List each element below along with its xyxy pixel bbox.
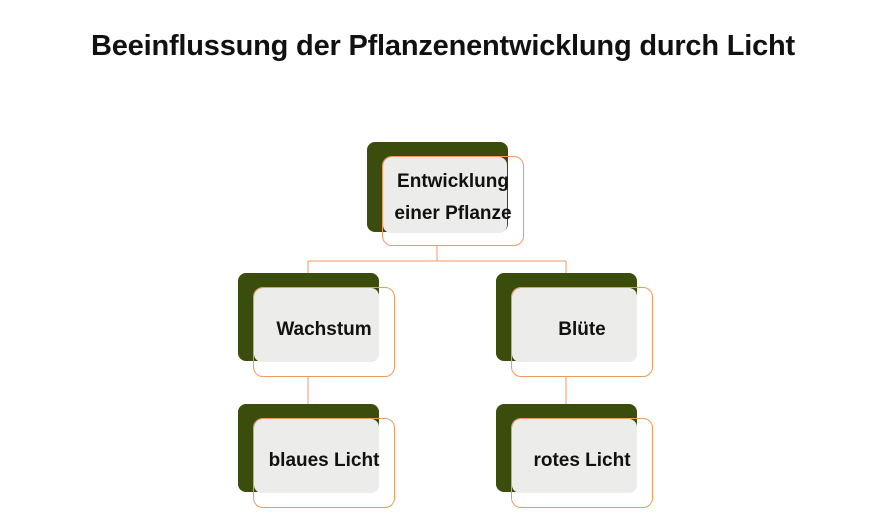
node-fill — [512, 288, 637, 362]
node-entwicklung: Entwicklung einer Pflanze — [367, 142, 524, 246]
node-fill — [254, 419, 379, 493]
node-label: blaues Licht — [268, 450, 380, 471]
node-fill — [254, 288, 379, 362]
diagram-title: Beeinflussung der Pflanzenentwicklung du… — [91, 30, 795, 62]
node-fill — [383, 157, 507, 233]
node-label-line2: einer Pflanze — [394, 203, 512, 224]
node-wachstum: Wachstum — [238, 273, 395, 377]
node-card — [253, 418, 395, 508]
node-card — [511, 287, 653, 377]
connector-root-to-children — [307, 245, 567, 288]
node-label-line1: Entwicklung — [397, 171, 509, 192]
node-label: Wachstum — [276, 319, 372, 340]
node-label: Entwicklung einer Pflanze — [382, 166, 524, 230]
node-blaues-licht: blaues Licht — [238, 404, 395, 508]
node-label: rotes Licht — [533, 450, 631, 471]
node-card — [382, 156, 524, 246]
node-rotes-licht: rotes Licht — [496, 404, 653, 508]
node-card — [253, 287, 395, 377]
node-fill — [512, 419, 637, 493]
node-label: Blüte — [558, 319, 606, 340]
node-card — [511, 418, 653, 508]
node-bluete: Blüte — [496, 273, 653, 377]
